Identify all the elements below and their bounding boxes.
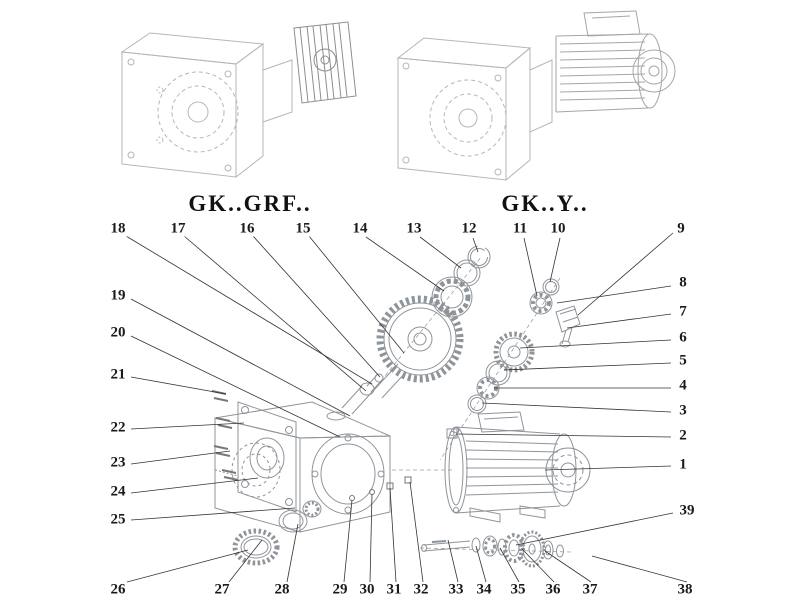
part-label-13: 13 bbox=[404, 220, 424, 237]
gear-housing-drawing bbox=[214, 373, 391, 533]
part-label-21: 21 bbox=[108, 366, 128, 383]
part-label-39: 39 bbox=[677, 502, 697, 519]
part-label-26: 26 bbox=[108, 581, 128, 598]
part-label-8: 8 bbox=[677, 274, 689, 291]
part-label-37: 37 bbox=[580, 581, 600, 598]
part-label-28: 28 bbox=[272, 581, 292, 598]
part-label-35: 35 bbox=[508, 581, 528, 598]
part-label-36: 36 bbox=[543, 581, 563, 598]
part-label-25: 25 bbox=[108, 511, 128, 528]
part-label-19: 19 bbox=[108, 287, 128, 304]
part-label-15: 15 bbox=[293, 220, 313, 237]
part-label-16: 16 bbox=[237, 220, 257, 237]
part-label-33: 33 bbox=[446, 581, 466, 598]
part-label-18: 18 bbox=[108, 220, 128, 237]
big-gear-stack-drawing bbox=[373, 245, 491, 399]
gearbox-grf-drawing bbox=[120, 21, 357, 179]
output-bearing-rings-drawing bbox=[232, 500, 322, 566]
part-label-7: 7 bbox=[677, 303, 689, 320]
part-label-1: 1 bbox=[677, 456, 689, 473]
output-shaft-assembly-drawing bbox=[421, 530, 564, 568]
motor-assembled-drawing bbox=[555, 10, 676, 113]
part-label-17: 17 bbox=[168, 220, 188, 237]
model-label-y: GK..Y.. bbox=[501, 191, 589, 216]
part-label-3: 3 bbox=[677, 402, 689, 419]
part-label-29: 29 bbox=[330, 581, 350, 598]
part-label-32: 32 bbox=[411, 581, 431, 598]
part-label-12: 12 bbox=[459, 220, 479, 237]
part-label-23: 23 bbox=[108, 454, 128, 471]
part-label-27: 27 bbox=[212, 581, 232, 598]
exploded-view-drawing bbox=[211, 245, 591, 568]
model-label-grf: GK..GRF.. bbox=[188, 191, 312, 216]
finned-cover-drawing bbox=[293, 21, 357, 104]
part-label-14: 14 bbox=[350, 220, 370, 237]
part-label-20: 20 bbox=[108, 324, 128, 341]
part-label-24: 24 bbox=[108, 483, 128, 500]
part-label-2: 2 bbox=[677, 427, 689, 444]
part-label-34: 34 bbox=[474, 581, 494, 598]
part-label-38: 38 bbox=[675, 581, 695, 598]
part-label-11: 11 bbox=[510, 220, 530, 237]
part-label-30: 30 bbox=[357, 581, 377, 598]
part-label-4: 4 bbox=[677, 377, 689, 394]
motor-drawing bbox=[444, 411, 591, 523]
flange-screws-drawing bbox=[211, 390, 239, 481]
part-label-5: 5 bbox=[677, 352, 689, 369]
part-label-22: 22 bbox=[108, 419, 128, 436]
motor-fasteners-drawing bbox=[349, 476, 412, 501]
part-label-9: 9 bbox=[675, 220, 687, 237]
flange-plate-drawing bbox=[237, 401, 297, 513]
part-label-31: 31 bbox=[384, 581, 404, 598]
leader-lines bbox=[125, 232, 688, 583]
gearbox-y-drawing bbox=[396, 10, 676, 182]
part-label-6: 6 bbox=[677, 329, 689, 346]
part-label-10: 10 bbox=[548, 220, 568, 237]
